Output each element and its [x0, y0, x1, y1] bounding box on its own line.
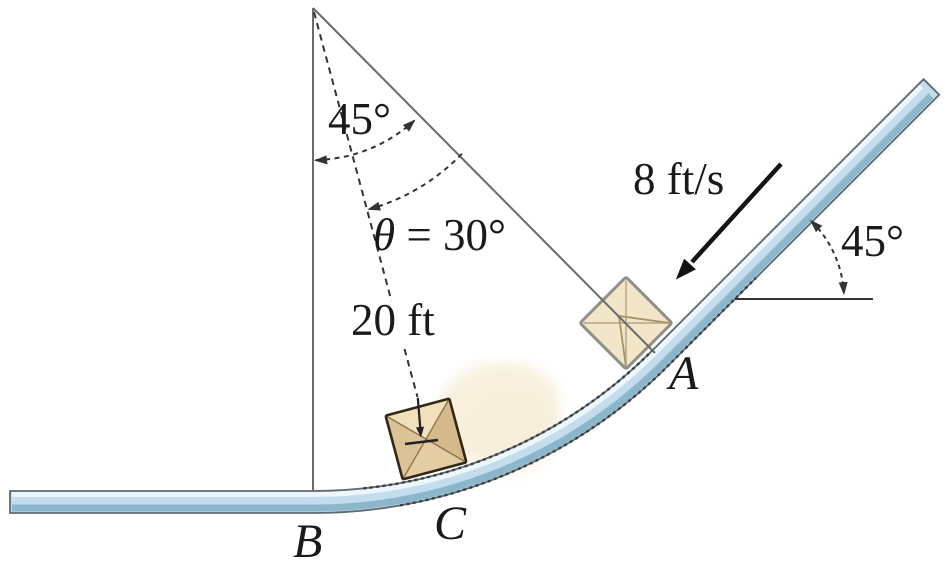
package-c [384, 397, 468, 481]
track [9, 77, 941, 514]
package-c-right-panel [426, 398, 467, 463]
track-top-highlight [12, 84, 924, 497]
theta-value: = 30° [395, 210, 506, 260]
incline-angle-arc [811, 221, 845, 293]
apex-arc-left-arrowhead-icon [314, 155, 328, 165]
initial-speed-label: 8 ft/s [633, 154, 725, 204]
radius-pointer-arrowhead-icon [416, 426, 424, 438]
radius-length-label: 20 ft [351, 295, 435, 345]
theta-symbol: θ [373, 210, 396, 260]
package-c-bottom-panel [402, 439, 467, 480]
dashed-radius-upper [313, 11, 393, 302]
theta-angle-arc [369, 153, 463, 210]
radius-pointer-bar [404, 438, 439, 446]
radius-line-to-a [312, 7, 656, 354]
track-outline [9, 77, 941, 514]
annotations [312, 7, 873, 490]
point-c-label: C [434, 497, 467, 550]
velocity-arrowhead-icon [675, 258, 696, 280]
point-a-label: A [669, 347, 699, 400]
theta-arc-arrowhead-icon [367, 201, 381, 211]
package-c-fold-lines [385, 398, 467, 480]
package-c-top-panel [385, 398, 450, 439]
incline-arc-top-arrowhead-icon [809, 219, 823, 233]
point-b-label: B [293, 515, 323, 568]
track-body [10, 79, 940, 513]
apex-arc-right-arrowhead-icon [402, 119, 416, 132]
track-bottom-shadow [12, 93, 934, 512]
package-c-left-panel [385, 415, 426, 480]
apex-angle-label: 45° [328, 94, 391, 144]
velocity-arrow-shaft [690, 162, 783, 264]
curve-hatch-top-edge [363, 349, 654, 490]
dashed-radius-lower [403, 348, 419, 398]
apex-angle-arc [315, 119, 415, 161]
incline-angle-label: 45° [841, 216, 904, 266]
theta-angle-label: θ = 30° [373, 213, 506, 258]
radius-pointer-shaft [416, 397, 422, 428]
incline-arc-bottom-arrowhead-icon [838, 281, 848, 296]
